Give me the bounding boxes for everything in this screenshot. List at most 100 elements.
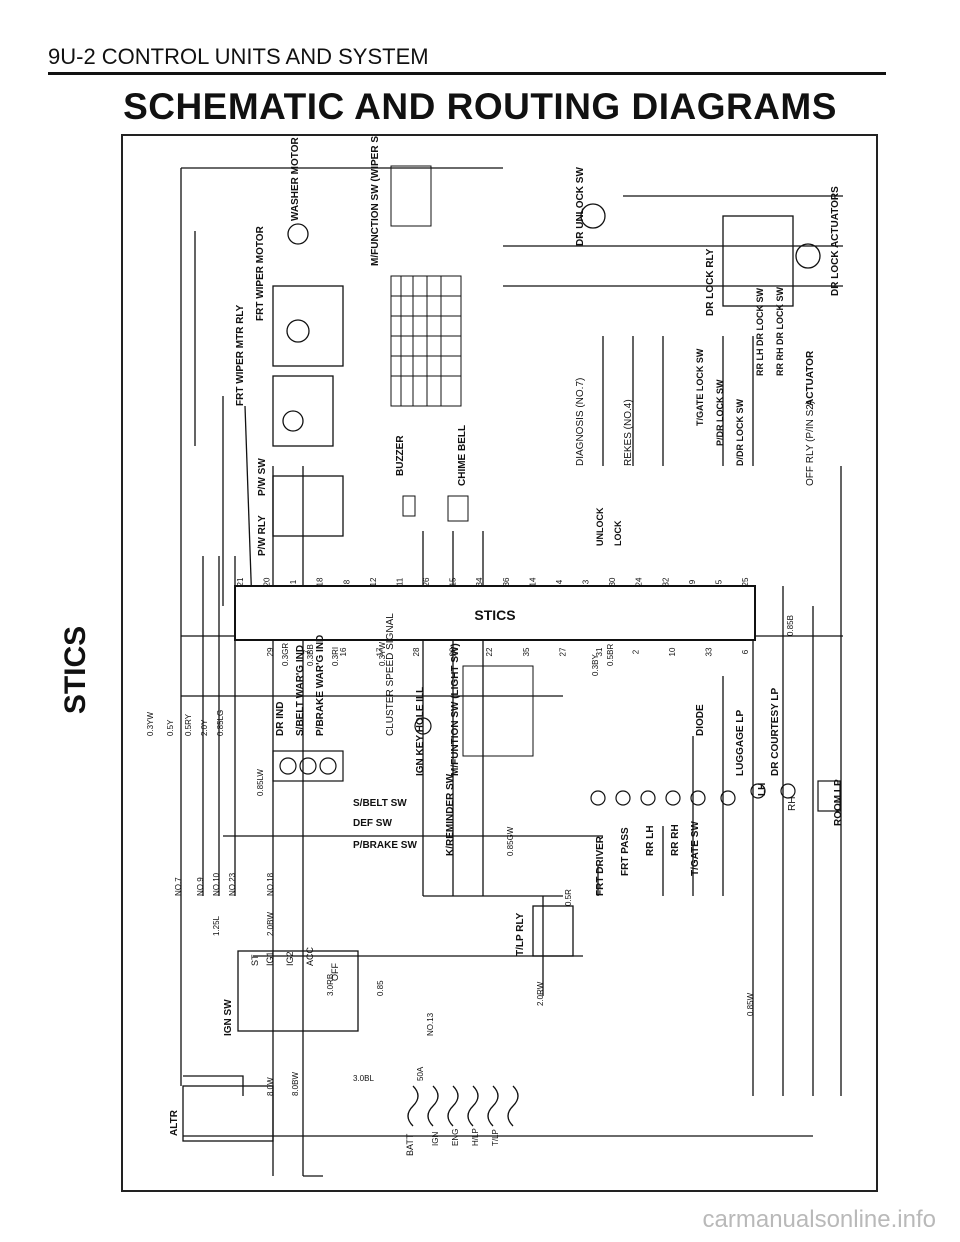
side-label-text: STICS <box>59 625 92 715</box>
wire-03by: 0.3BY <box>591 654 600 676</box>
stics-pin: 35 <box>522 647 531 656</box>
stics-pin: 2 <box>631 649 640 654</box>
stics-pin: 18 <box>316 577 325 586</box>
rr-lh-label: RR LH <box>645 825 656 856</box>
fuse-no7: NO.7 <box>174 877 183 896</box>
fuse-no10: NO.10 <box>212 872 221 896</box>
pbrake-ind-label: P/BRAKE WAR'G IND <box>315 635 326 736</box>
stics-pin: 22 <box>485 647 494 656</box>
ign-switch: IGN SW ST IG1 IG2 ACC OFF <box>223 946 359 1036</box>
wire-03gr: 0.3GR <box>281 643 290 666</box>
dr-unlock-sw-label: DR UNLOCK SW <box>575 167 586 246</box>
buzzer-label: BUZZER <box>395 435 406 476</box>
ign-pos-ig1: IG1 <box>265 951 275 966</box>
mfunction-light-label: M/FUNTION SW (LIGHT SW) <box>450 643 461 776</box>
lh-label: LH <box>757 783 768 796</box>
stics-unit: STICS <box>234 585 756 641</box>
stics-label: STICS <box>474 607 515 623</box>
sbelt-sw-label: S/BELT SW <box>353 798 407 809</box>
frt-wiper-motor-symbol <box>272 285 344 537</box>
fl-eng-name: ENG <box>451 1129 460 1146</box>
stics-pin: 8 <box>342 579 351 584</box>
stics-pin: 20 <box>263 577 272 586</box>
pw-rly-label: P/W RLY <box>257 515 268 556</box>
stics-pin: 12 <box>369 577 378 586</box>
courtesy-switches <box>590 780 841 812</box>
stics-pin: 29 <box>266 647 275 656</box>
stics-pin: 14 <box>528 577 537 586</box>
fuse-no13: NO.13 <box>426 1012 435 1036</box>
stics-pin: 24 <box>635 577 644 586</box>
side-label: STICS <box>46 600 106 740</box>
chime-bell-label: CHIME BELL <box>457 425 468 486</box>
watermark: carmanualsonline.info <box>702 1206 936 1233</box>
diode-label: DIODE <box>695 704 706 736</box>
tgate-lock-sw-label: T/GATE LOCK SW <box>695 348 705 426</box>
rr-rh-dr-lock-sw-label: RR RH DR LOCK SW <box>775 287 785 376</box>
def-sw-label: DEF SW <box>353 818 392 829</box>
mfunction-wiper-switch-table <box>390 165 462 407</box>
stics-pin: 9 <box>688 579 697 584</box>
stics-pin: 34 <box>475 577 484 586</box>
ign-pos-acc: ACC <box>305 946 315 966</box>
stics-pin: 33 <box>704 647 713 656</box>
ign-pos-off: OFF <box>330 963 340 981</box>
kreminder-sw-label: K/REMINDER SW <box>445 773 456 856</box>
cluster-label: CLUSTER SPEED SIGNAL <box>385 613 396 736</box>
stics-pin: 26 <box>422 577 431 586</box>
stics-pin: 11 <box>395 577 404 586</box>
rr-rh-label: RR RH <box>670 824 681 856</box>
stics-pin: 1 <box>289 579 298 584</box>
diagram-frame: STICS FRT WIPER MOTOR FRT WIPER MTR RLY … <box>121 134 878 1192</box>
rh-label: RH <box>787 797 798 811</box>
wire-085lw: 0.85LW <box>256 769 265 796</box>
pw-sw-label: P/W SW <box>257 458 268 496</box>
sbelt-ind-label: S/BELT WAR'G IND <box>295 645 306 736</box>
tgate-sw-label: T/GATE SW <box>690 821 701 876</box>
rr-lh-dr-lock-sw-label: RR LH DR LOCK SW <box>755 288 765 376</box>
stics-pin: 36 <box>502 577 511 586</box>
wire-085lg: 0.85LG <box>216 710 225 736</box>
fl-batt-amp: 50A <box>416 1066 425 1081</box>
wire-03yw-cluster: 0.3YW <box>378 642 387 666</box>
dr-unlock-sw-symbol <box>580 203 606 229</box>
wire-30rb: 3.0RB <box>326 974 335 996</box>
stics-pin: 17 <box>376 647 385 656</box>
stics-pin: 16 <box>339 647 348 656</box>
wire-20rw: 2.0RW <box>536 981 545 1006</box>
wire-085: 0.85 <box>376 980 385 996</box>
tlp-rly-symbol <box>532 905 574 957</box>
stics-pin: 31 <box>595 647 604 656</box>
pdr-lock-sw-label: P/DR LOCK SW <box>715 379 725 446</box>
ign-pos-ig2: IG2 <box>285 951 295 966</box>
washer-motor-symbol <box>287 223 309 245</box>
room-lp-label: ROOM LP <box>833 779 844 826</box>
wire-03bb: 0.3BB <box>306 644 315 666</box>
alternator: ALTR <box>169 1085 274 1142</box>
pbrake-sw-label: P/BRAKE SW <box>353 840 417 851</box>
stics-pin: 6 <box>741 649 750 654</box>
frt-pass-label: FRT PASS <box>620 827 631 876</box>
stics-pin: 21 <box>236 577 245 586</box>
stics-pin: 27 <box>558 647 567 656</box>
wire-20y: 2.0Y <box>200 719 209 736</box>
dr-lock-actuators-label: DR LOCK ACTUATORS <box>830 186 841 296</box>
wire-20bw: 2.0BW <box>266 912 275 936</box>
wire-125l: 1.25L <box>212 915 221 936</box>
wire-80bw: 8.0BW <box>291 1072 300 1096</box>
tlp-rly-label: T/LP RLY <box>515 912 526 956</box>
luggage-lp-label: LUGGAGE LP <box>735 710 746 776</box>
unlock-label: UNLOCK <box>595 507 605 546</box>
wire-30bl: 3.0BL <box>353 1074 374 1083</box>
page-header: 9U-2 CONTROL UNITS AND SYSTEM <box>48 44 429 69</box>
dr-lock-rly-symbol <box>722 215 794 307</box>
fl-tlp-name: T/LP <box>491 1129 500 1146</box>
stics-pin: 23 <box>449 647 458 656</box>
stics-pin: 15 <box>449 577 458 586</box>
stics-pin: 4 <box>555 579 564 584</box>
fuse-no9: NO.9 <box>196 877 205 896</box>
altr-label: ALTR <box>169 1109 180 1136</box>
wire-03ri: 0.3RI <box>331 647 340 666</box>
wire-05r: 0.5R <box>564 889 573 906</box>
